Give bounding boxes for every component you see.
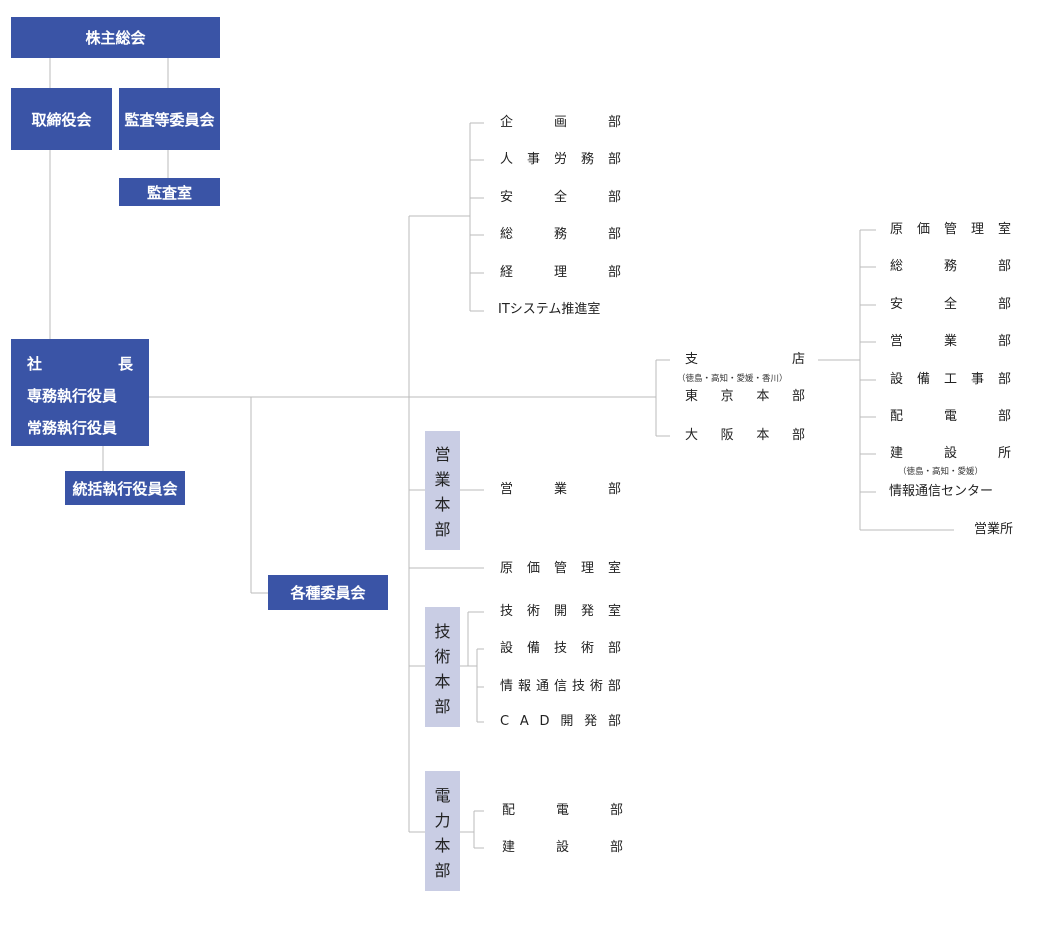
branch-dept-general-affairs: 総務部 bbox=[890, 259, 1011, 274]
dept-tech-development: 技術開発室 bbox=[500, 604, 621, 619]
dept-planning: 企画部 bbox=[500, 115, 621, 130]
sales-hq-box: 営 業 本 部 bbox=[425, 431, 460, 550]
dept-construction: 建設部 bbox=[502, 840, 623, 855]
managing-officer: 常務執行役員 bbox=[27, 419, 118, 437]
branch-dept-safety: 安全部 bbox=[890, 297, 1011, 312]
tokyo-hq: 東京本部 bbox=[685, 389, 805, 404]
branch-dept-cost-management: 原価管理室 bbox=[890, 222, 1011, 237]
dept-general-affairs: 総務部 bbox=[500, 227, 621, 242]
power-hq-char-2: 力 bbox=[434, 810, 451, 830]
president-title-char-1: 社 bbox=[27, 355, 43, 373]
sales-hq-char-1: 営 bbox=[434, 445, 451, 465]
board-box: 取締役会 bbox=[11, 88, 112, 150]
exec-committee-box: 統括執行役員会 bbox=[65, 471, 185, 505]
tech-hq-box: 技 術 本 部 bbox=[425, 607, 460, 727]
committees-box: 各種委員会 bbox=[268, 575, 388, 610]
dept-safety: 安全部 bbox=[500, 190, 621, 205]
branch-office: 支店 bbox=[685, 352, 805, 367]
dept-cost-management: 原価管理室 bbox=[500, 561, 621, 576]
dept-sales: 営業部 bbox=[500, 482, 621, 497]
sales-hq-char-2: 業 bbox=[434, 470, 451, 490]
sales-office: 営業所 bbox=[973, 522, 1013, 537]
dept-it-systems: ITシステム推進室 bbox=[498, 302, 601, 317]
tech-hq-char-1: 技 bbox=[434, 621, 451, 641]
senior-managing-officer: 専務執行役員 bbox=[27, 387, 118, 405]
shareholders-box: 株主総会 bbox=[11, 17, 220, 58]
power-hq-char-4: 部 bbox=[434, 860, 451, 880]
dept-telecom-tech: 情報通信技術部 bbox=[500, 679, 621, 694]
president-box: 社 長 専務執行役員 常務執行役員 bbox=[11, 339, 149, 446]
branch-dept-construction-site: 建設所 bbox=[890, 446, 1011, 461]
branch-dept-distribution: 配電部 bbox=[890, 409, 1011, 424]
sales-hq-char-4: 部 bbox=[434, 519, 451, 539]
tech-hq-char-4: 部 bbox=[434, 696, 451, 716]
branch-dept-sales: 営業部 bbox=[890, 334, 1011, 349]
power-hq-box: 電 力 本 部 bbox=[425, 771, 460, 891]
sales-hq-char-3: 本 bbox=[434, 494, 451, 514]
info-telecom-center: 情報通信センター bbox=[889, 484, 994, 499]
branch-dept-equipment-works: 設備工事部 bbox=[890, 372, 1011, 387]
construction-site-note: （徳島・高知・愛媛） bbox=[898, 467, 984, 477]
tech-hq-char-2: 術 bbox=[434, 646, 451, 666]
tech-hq-char-3: 本 bbox=[434, 671, 451, 691]
president-title-char-2: 長 bbox=[117, 355, 133, 373]
power-hq-char-1: 電 bbox=[434, 785, 451, 805]
audit-office-box: 監査室 bbox=[119, 178, 220, 206]
osaka-hq: 大阪本部 bbox=[685, 428, 805, 443]
dept-distribution: 配電部 bbox=[502, 803, 623, 818]
branch-office-note: （徳島・高知・愛媛・香川） bbox=[677, 374, 788, 384]
dept-equipment-tech: 設備技術部 bbox=[500, 641, 621, 656]
dept-accounting: 経理部 bbox=[500, 265, 621, 280]
power-hq-char-3: 本 bbox=[434, 835, 451, 855]
audit-committee-box: 監査等委員会 bbox=[119, 88, 220, 150]
dept-hr: 人事労務部 bbox=[500, 152, 621, 167]
